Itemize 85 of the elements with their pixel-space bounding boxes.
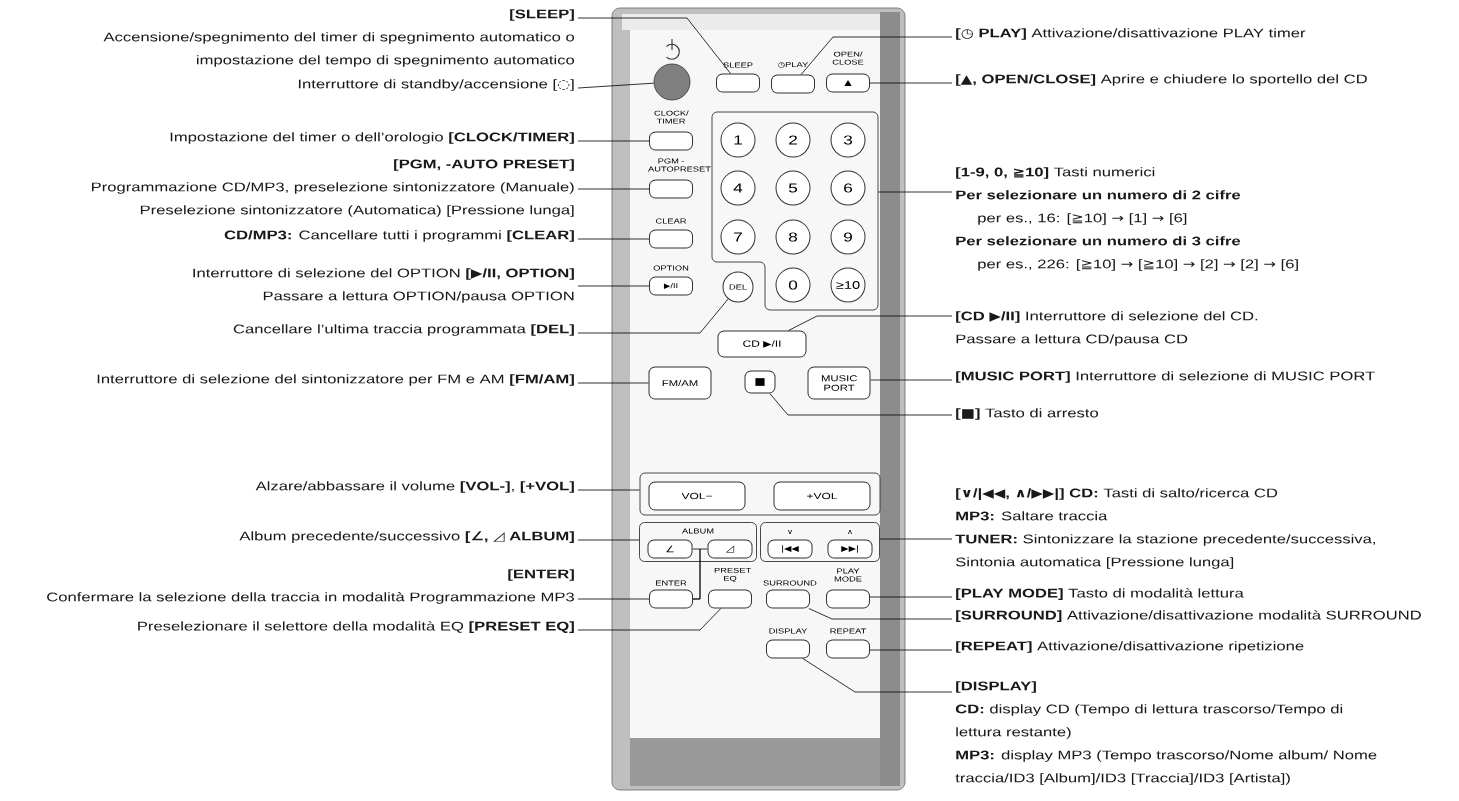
callout-text: Impostazione del timer o dell’orologio [CLOCK/TIMER] [170, 132, 574, 144]
callout-text: [SURROUND] Attivazione/disattivazione modalità SURROUND [956, 610, 1421, 622]
leader-line [577, 188, 650, 190]
button: FM/AM [648, 366, 712, 400]
button-group-frame [760, 522, 880, 562]
callout-text: [DISPLAY] CD: display CD (Tempo di lettura trascorso/Tempo di lettura restante) MP3: display MP3 (Tempo trascorso/Nome album/ Nome traccia/ID3 [Album]/ID3 [Traccia]/ID3 [Artista]) [955, 681, 1377, 785]
round-button: ≥10 [830, 267, 866, 303]
button [716, 73, 760, 93]
button [771, 74, 815, 94]
round-button: 3 [830, 122, 866, 158]
button: ▶▶| [827, 539, 873, 559]
leader-line [788, 315, 953, 331]
button: VOL− [648, 481, 746, 511]
callout-text: [CD ▶/II] Interruttore di selezione del CD. Passare a lettura CD/pausa CD [956, 311, 1258, 346]
callout-text: [PGM, -AUTO PRESET] Programmazione CD/MP3, preselezione sintonizzatore (Manuale) Preselezione sintonizzatore (Automatica) [Pressione lunga] [92, 159, 574, 217]
callout-text: Preselezionare il selettore della modalità EQ [PRESET EQ] [138, 621, 574, 633]
leader-line [869, 82, 953, 84]
leader-line [769, 393, 953, 416]
button: MUSIC PORT [807, 366, 871, 400]
leader-line [577, 298, 729, 334]
leader-line [577, 82, 655, 89]
callout-text: [∨/|◀◀, ∧/▶▶|] CD: Tasti di salto/ricerca CD MP3: Saltare traccia TUNER: Sintonizzare la stazione precedente/successiva, Sintonia automatica [Pressione lunga] [955, 488, 1375, 569]
button [826, 589, 870, 609]
round-button: 5 [775, 170, 811, 206]
button [766, 639, 810, 659]
round-button: 9 [830, 219, 866, 255]
callout-text: CD/MP3: Cancellare tutti i programmi [CLEAR] [224, 230, 574, 242]
button [649, 179, 693, 199]
callout-text: [SLEEP] Accensione/spegnimento del timer di spegnimento automatico o impostazione del tempo di spegnimento automatico [103, 9, 575, 67]
callout-text: [1-9, 0, ≧10] Tasti numerici Per selezionare un numero di 2 cifre per es., 16: [≧10] → [1] → [6] Per selezionare un numero di 3 cifre per es., 226: [≧10] → [≧10] → [2] → [2] → [6] [956, 167, 1298, 271]
button [766, 589, 810, 609]
callout-text: Interruttore di selezione del sintonizzatore per FM e AM [FM/AM] [97, 374, 574, 386]
round-button: 4 [720, 170, 756, 206]
callout-text: Interruttore di selezione del OPTION [▶/II, OPTION] Passare a lettura OPTION/pausa OPTION [193, 268, 574, 303]
button-group-frame [639, 522, 757, 562]
leader-line [577, 598, 650, 600]
round-button: 7 [720, 219, 756, 255]
leader-line [577, 489, 640, 491]
callout-text: [MUSIC PORT] Interruttore di selezione di MUSIC PORT [956, 371, 1375, 383]
callout-text: [◷ PLAY] Attivazione/disattivazione PLAY timer [956, 28, 1306, 40]
bracket-line [692, 548, 708, 600]
leader-line [577, 382, 649, 384]
button: |◀◀ [767, 539, 813, 559]
leader-line [869, 649, 953, 651]
callout-text: Album precedente/successivo [∠, ◿ ALBUM] [239, 531, 574, 543]
button: ◿ [707, 539, 753, 559]
button [826, 639, 870, 659]
button [649, 589, 693, 609]
leader-line [877, 191, 953, 193]
leader-line [577, 285, 650, 287]
button [649, 229, 693, 249]
callout-text: Interruttore di standby/accensione [◌] [298, 79, 574, 91]
round-button: 1 [720, 122, 756, 158]
round-button: 0 [775, 267, 811, 303]
leader-line [808, 608, 953, 620]
callout-text: [■] Tasto di arresto [956, 408, 1098, 420]
callout-text: Cancellare l’ultima traccia programmata [DEL] [233, 324, 574, 336]
leader-line [577, 539, 640, 541]
button: +VOL [773, 481, 871, 511]
button: CD ▶/II [717, 330, 807, 358]
button [649, 131, 693, 151]
callout-text: [PLAY MODE] Tasto di modalità lettura [956, 588, 1244, 600]
button [708, 589, 752, 609]
button: ▲ [826, 73, 870, 93]
leader-line [800, 36, 953, 75]
leader-line [577, 238, 650, 240]
leader-line [869, 596, 953, 598]
leader-line [577, 140, 650, 142]
round-button: 6 [830, 170, 866, 206]
leader-line [870, 379, 953, 381]
leader-line [802, 658, 953, 693]
round-button: 8 [775, 219, 811, 255]
power-button [653, 38, 691, 101]
callout-text: [▲, OPEN/CLOSE] Aprire e chiudere lo sportello del CD [956, 74, 1367, 86]
callout-text: [REPEAT] Attivazione/disattivazione ripetizione [956, 641, 1304, 653]
button: ∠ [647, 539, 693, 559]
leader-line [577, 608, 722, 631]
button-group-frame [639, 472, 881, 516]
callout-text: [ENTER] Confermare la selezione della traccia in modalità Programmazione MP3 [47, 569, 574, 604]
leader-line [577, 17, 731, 74]
leader-line [879, 538, 953, 540]
callout-text: Alzare/abbassare il volume [VOL-], [+VOL] [255, 481, 574, 493]
keypad-frame [711, 111, 879, 311]
round-button: 2 [775, 122, 811, 158]
button: ■ [744, 370, 776, 394]
